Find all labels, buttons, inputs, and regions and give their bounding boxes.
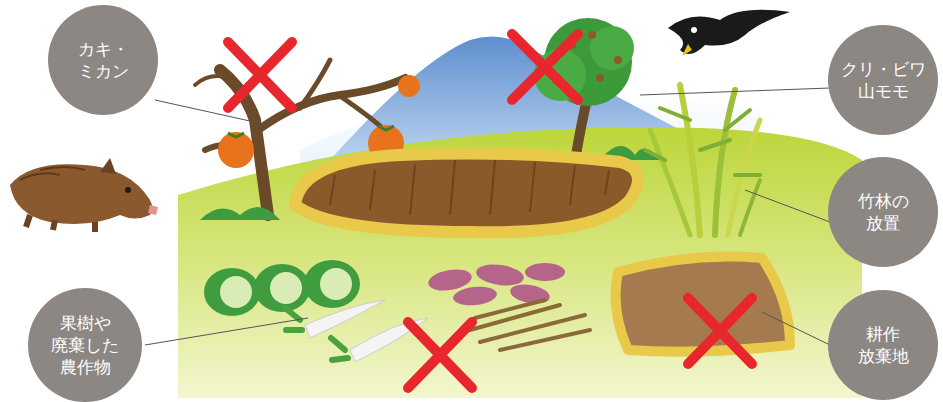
abandoned-field [616, 257, 790, 352]
leader-line [145, 88, 830, 345]
circle-label: クリ・ビワ 山モモ [835, 58, 931, 102]
chestnut-tree [534, 18, 634, 155]
boar [10, 158, 158, 232]
vines [470, 300, 590, 350]
label-circle: 竹林の 放置 [828, 157, 938, 267]
circle-label: 果樹や 廃棄した 農作物 [45, 312, 125, 378]
label-circle: 耕作 放棄地 [828, 290, 938, 400]
label-circle: カキ・ ミカン [48, 5, 158, 115]
daikon [285, 300, 428, 362]
grass [200, 207, 280, 220]
cabbage [204, 260, 360, 316]
circle-label: 耕作 放棄地 [848, 323, 918, 367]
ground [178, 127, 862, 398]
circle-label: 竹林の 放置 [848, 190, 918, 234]
field [295, 154, 638, 233]
circle-label: カキ・ ミカン [68, 38, 138, 82]
label-circle: クリ・ビワ 山モモ [828, 25, 938, 135]
crow [668, 10, 790, 56]
label-circle: 果樹や 廃棄した 農作物 [28, 288, 142, 402]
cross-mark [228, 34, 752, 388]
field-rows [330, 160, 609, 215]
bamboo [645, 85, 760, 235]
